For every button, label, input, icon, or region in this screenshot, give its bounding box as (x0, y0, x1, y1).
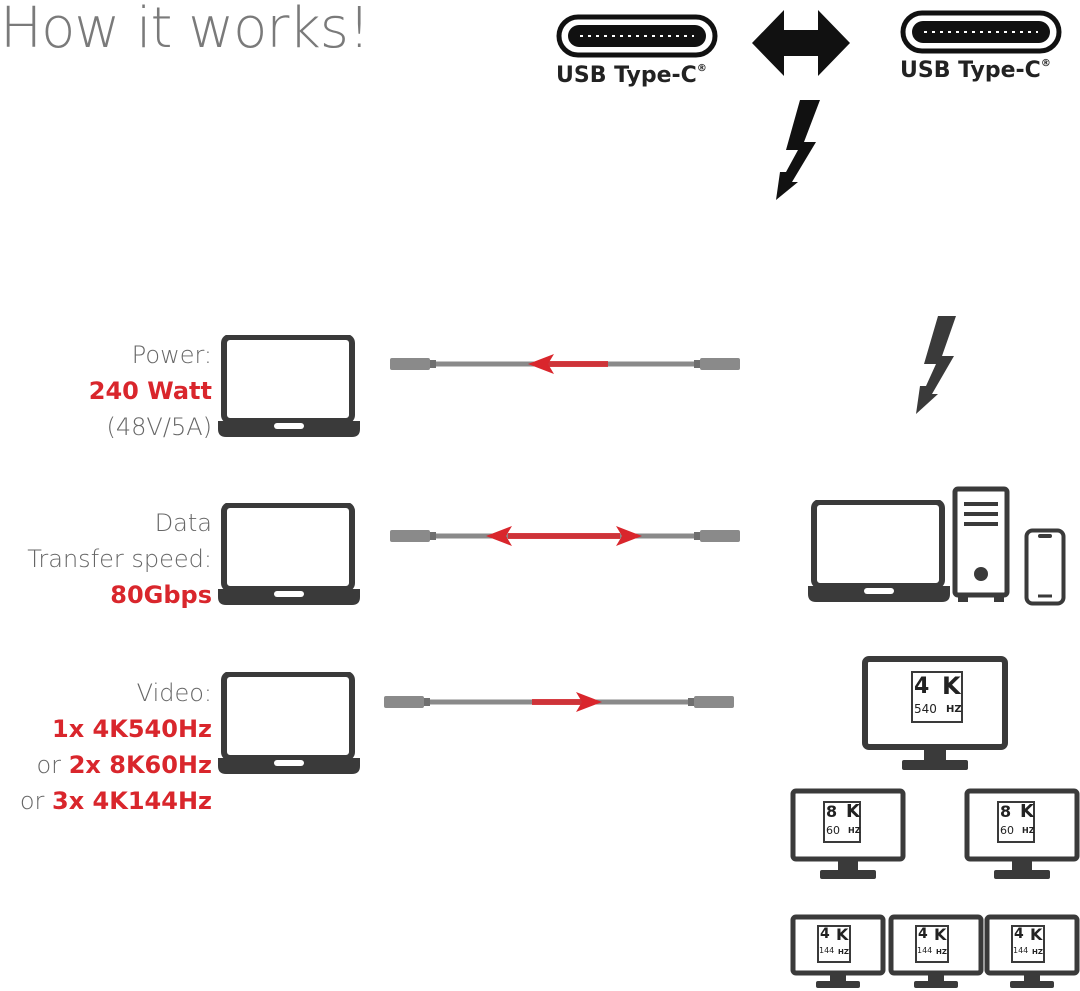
laptop-icon (218, 335, 360, 437)
video-option-2-row: or 2x 8K60Hz (0, 747, 213, 783)
registered-mark-right: ® (1040, 58, 1051, 69)
data-label-line1: Data (154, 509, 212, 537)
monitor-k: K (836, 925, 849, 944)
monitor-hz: 60 (1000, 824, 1014, 837)
feature-power: Power: 240 Watt (48V/5A) (0, 337, 212, 445)
monitor-triple-2: 4 K 144 HZ (888, 914, 984, 990)
laptop-icon (808, 500, 950, 602)
monitor-res: 4 (820, 926, 830, 942)
monitor-dual-2: 8 K 60 HZ (964, 788, 1080, 882)
monitor-hz-unit: HZ (936, 948, 947, 956)
data-value: 80Gbps (110, 581, 212, 609)
monitor-icon (862, 656, 1008, 770)
feature-data: Data Transfer speed: 80Gbps (0, 505, 212, 613)
cable-icon (390, 354, 740, 374)
video-option-1: 1x 4K540Hz (52, 715, 212, 743)
monitor-hz-unit: HZ (838, 948, 849, 956)
power-label: Power: (131, 341, 212, 369)
video-option-3: 3x 4K144Hz (52, 787, 212, 815)
monitor-triple-3: 4 K 144 HZ (984, 914, 1080, 990)
monitor-icon (888, 914, 984, 988)
monitor-icon (964, 788, 1080, 879)
page-title: How it works! (0, 0, 370, 61)
cable-icon (390, 526, 740, 546)
monitor-icon (790, 788, 906, 879)
registered-mark-left: ® (696, 63, 707, 74)
monitor-dual-1: 8 K 60 HZ (790, 788, 906, 882)
lightning-icon (916, 316, 956, 414)
lightning-icon (776, 100, 820, 200)
smartphone-icon (1024, 528, 1066, 606)
video-option-2: 2x 8K60Hz (68, 751, 212, 779)
usb-c-port-icon (556, 14, 718, 58)
monitor-hz-unit: HZ (1032, 948, 1043, 956)
laptop-icon (218, 672, 360, 774)
usb-type-c-label-left: USB Type-C® (556, 63, 707, 88)
monitor-hz: 144 (819, 946, 835, 955)
monitor-hz: 60 (826, 824, 840, 837)
video-option-3-row: or 3x 4K144Hz (0, 783, 212, 819)
monitor-hz-unit: HZ (946, 704, 962, 715)
monitor-k: K (1030, 925, 1043, 944)
monitor-hz: 540 (914, 702, 937, 716)
monitor-icon (984, 914, 1080, 988)
usb-label-left-text: USB Type-C (556, 63, 697, 88)
monitor-res: 8 (1000, 802, 1012, 821)
monitor-triple-1: 4 K 144 HZ (790, 914, 886, 990)
monitor-res: 4 (918, 926, 928, 942)
data-label-line2: Transfer speed: (27, 545, 212, 573)
laptop-icon (218, 503, 360, 605)
usb-label-right-text: USB Type-C (900, 58, 1041, 83)
monitor-hz-unit: HZ (848, 826, 861, 835)
monitor-res: 4 (914, 674, 930, 699)
usb-c-port-icon (900, 10, 1062, 54)
monitor-hz: 144 (917, 946, 933, 955)
monitor-res: 8 (826, 802, 838, 821)
video-label: Video: (136, 679, 212, 707)
or-word-3: or (19, 787, 45, 815)
monitor-k: K (934, 925, 947, 944)
desktop-tower-icon (952, 486, 1010, 602)
monitor-hz: 144 (1013, 946, 1029, 955)
power-value: 240 Watt (88, 377, 212, 405)
monitor-icon (790, 914, 886, 988)
monitor-single: 4 K 540 HZ (862, 656, 1008, 774)
feature-video: Video: 1x 4K540Hz or 2x 8K60Hz or 3x 4K1… (0, 675, 212, 819)
power-detail: (48V/5A) (106, 413, 212, 441)
monitor-res: 4 (1014, 926, 1024, 942)
or-word-2: or (36, 751, 62, 779)
monitor-hz-unit: HZ (1022, 826, 1035, 835)
monitor-k: K (942, 672, 961, 700)
monitor-k: K (846, 801, 860, 822)
usb-type-c-label-right: USB Type-C® (900, 58, 1051, 83)
monitor-k: K (1020, 801, 1034, 822)
double-arrow-icon (752, 10, 850, 76)
cable-icon (384, 692, 734, 712)
